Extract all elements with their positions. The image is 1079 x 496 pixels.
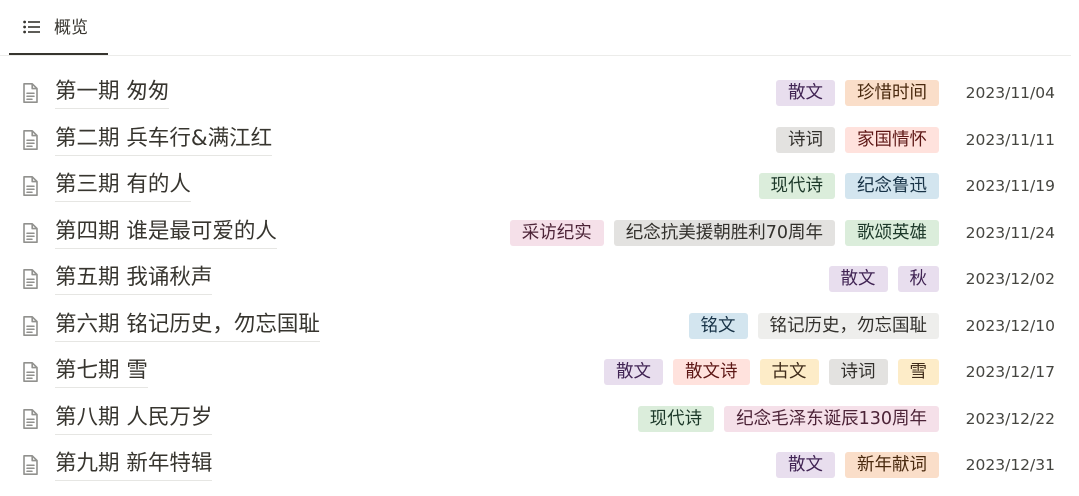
date-label: 2023/12/31: [965, 456, 1055, 474]
tag-badge: 采访纪实: [509, 219, 604, 246]
tag-list: 散文散文诗古文诗词雪: [604, 359, 939, 385]
tag-list: 诗词家国情怀: [776, 126, 939, 153]
date-label: 2023/11/19: [965, 177, 1055, 195]
list-item[interactable]: 第四期 谁是最可爱的人 采访纪实纪念抗美援朝胜利70周年歌颂英雄 2023/11/2…: [0, 210, 1071, 256]
document-icon: [18, 453, 42, 477]
date-label: 2023/11/11: [965, 130, 1055, 149]
page-title-link[interactable]: 第二期 兵车行&满江红: [55, 125, 273, 156]
date-label: 2023/12/22: [965, 409, 1055, 428]
date-label: 2023/12/17: [965, 363, 1055, 381]
date-label: 2023/12/02: [965, 270, 1055, 288]
list-item[interactable]: 第一期 匆匆 散文珍惜时间 2023/11/04: [0, 70, 1071, 116]
document-icon: [18, 360, 42, 384]
tag-list: 现代诗纪念鲁迅: [758, 173, 939, 199]
document-icon: [18, 174, 42, 198]
tag-badge: 雪: [897, 359, 939, 385]
tag-list: 散文秋: [828, 266, 939, 292]
list-item[interactable]: 第六期 铭记历史，勿忘国耻 铭文铭记历史，勿忘国耻 2023/12/10: [0, 303, 1071, 349]
tag-list: 散文新年献词: [776, 452, 939, 478]
page-title-link[interactable]: 第六期 铭记历史，勿忘国耻: [55, 311, 320, 342]
page-title-link[interactable]: 第三期 有的人: [55, 171, 191, 202]
tag-list: 散文珍惜时间: [776, 80, 939, 106]
document-icon: [18, 128, 42, 152]
tag-badge: 现代诗: [637, 405, 715, 432]
tag-badge: 纪念鲁迅: [845, 173, 939, 199]
list-item[interactable]: 第七期 雪 散文散文诗古文诗词雪 2023/12/17: [0, 349, 1071, 395]
tag-badge: 歌颂英雄: [845, 219, 939, 246]
date-label: 2023/12/10: [965, 316, 1055, 335]
tag-badge: 古文: [759, 359, 819, 385]
tag-badge: 秋: [897, 266, 939, 292]
page-title-link[interactable]: 第一期 匆匆: [55, 78, 170, 109]
list-item[interactable]: 第九期 新年特辑 散文新年献词 2023/12/31: [0, 442, 1071, 488]
tag-badge: 现代诗: [758, 173, 835, 199]
list-item[interactable]: 第三期 有的人 现代诗纪念鲁迅 2023/11/19: [0, 163, 1071, 209]
tag-badge: 散文: [776, 80, 835, 106]
tag-badge: 家国情怀: [845, 126, 939, 153]
page-title-link[interactable]: 第八期 人民万岁: [55, 404, 213, 435]
page-title-link[interactable]: 第七期 雪: [55, 357, 148, 388]
document-icon: [18, 407, 42, 431]
tag-badge: 散文: [604, 359, 663, 385]
list-icon: [23, 20, 40, 34]
tab-label: 概览: [54, 18, 88, 38]
document-icon: [18, 221, 42, 245]
document-icon: [18, 314, 42, 338]
tag-badge: 铭文: [688, 312, 748, 339]
page-title-link[interactable]: 第九期 新年特辑: [55, 450, 213, 481]
list-item[interactable]: 第五期 我诵秋声 散文秋 2023/12/02: [0, 256, 1071, 302]
tag-list: 采访纪实纪念抗美援朝胜利70周年歌颂英雄: [509, 219, 939, 246]
tag-badge: 散文: [776, 452, 835, 478]
tag-badge: 铭记历史，勿忘国耻: [757, 312, 939, 339]
tag-list: 现代诗纪念毛泽东诞辰130周年: [637, 405, 939, 432]
tag-badge: 新年献词: [845, 452, 939, 478]
tag-badge: 纪念抗美援朝胜利70周年: [613, 219, 835, 246]
tag-badge: 纪念毛泽东诞辰130周年: [724, 405, 939, 432]
date-label: 2023/11/24: [965, 223, 1055, 242]
tag-badge: 诗词: [828, 359, 888, 385]
document-icon: [18, 81, 42, 105]
tag-list: 铭文铭记历史，勿忘国耻: [688, 312, 939, 339]
list-item[interactable]: 第八期 人民万岁 现代诗纪念毛泽东诞辰130周年 2023/12/22: [0, 396, 1071, 442]
tag-badge: 散文诗: [673, 359, 750, 385]
tag-badge: 珍惜时间: [845, 80, 939, 106]
tag-badge: 散文: [828, 266, 888, 292]
page-title-link[interactable]: 第四期 谁是最可爱的人: [55, 218, 277, 249]
view-tab-bar: 概览: [0, 0, 1071, 56]
date-label: 2023/11/04: [965, 84, 1055, 102]
page-title-link[interactable]: 第五期 我诵秋声: [55, 264, 213, 295]
tab-overview[interactable]: 概览: [9, 0, 108, 55]
list-item[interactable]: 第二期 兵车行&满江红 诗词家国情怀 2023/11/11: [0, 117, 1071, 163]
tag-badge: 诗词: [776, 126, 835, 153]
document-icon: [18, 267, 42, 291]
